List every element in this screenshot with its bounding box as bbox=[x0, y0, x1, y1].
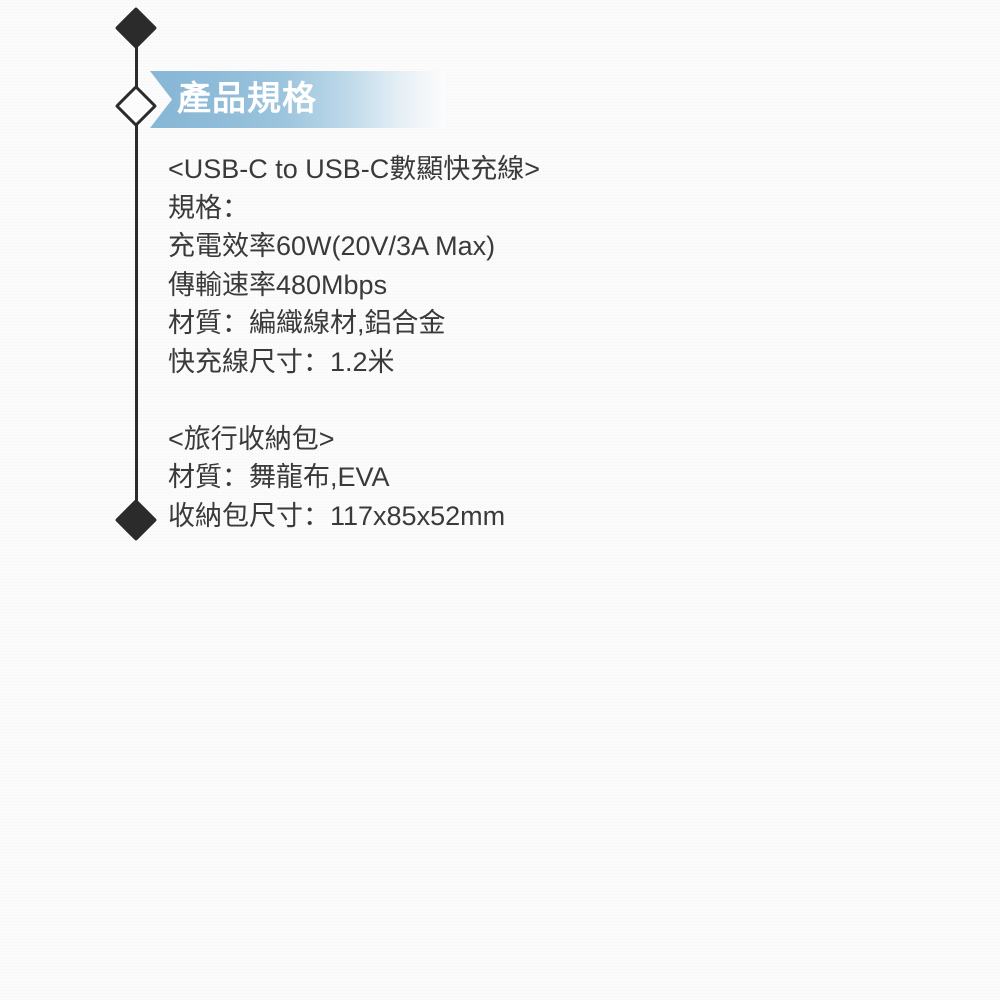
diamond-marker-top-icon bbox=[114, 6, 158, 50]
spec-line-charging-power: 充電效率60W(20V/3A Max) bbox=[168, 231, 496, 261]
ribbon-background-shape bbox=[150, 71, 445, 128]
section-heading-ribbon: 產品規格 bbox=[150, 71, 445, 128]
specification-text-block: <USB-C to USB-C數顯快充線> 規格： 充電效率60W(20V/3A… bbox=[168, 150, 868, 535]
spec-line-pouch-dimensions: 收納包尺寸：117x85x52mm bbox=[168, 500, 506, 531]
spec-line-cable-length: 快充線尺寸：1.2米 bbox=[168, 346, 395, 377]
spec-line-transfer-speed: 傳輸速率480Mbps bbox=[168, 269, 388, 300]
spec-line-spec-label: 規格： bbox=[168, 192, 249, 223]
spec-line-pouch-material: 材質：舞龍布,EVA bbox=[168, 462, 390, 492]
timeline-rail bbox=[114, 6, 158, 542]
section-title: 產品規格 bbox=[177, 80, 317, 118]
spec-line-spacer bbox=[168, 381, 868, 420]
rail-line bbox=[135, 28, 138, 520]
spec-line-cable-heading: <USB-C to USB-C數顯快充線> bbox=[168, 154, 541, 184]
spec-line-pouch-heading: <旅行收納包> bbox=[168, 423, 335, 454]
spec-line-cable-material: 材質：編織線材,鋁合金 bbox=[168, 308, 446, 338]
